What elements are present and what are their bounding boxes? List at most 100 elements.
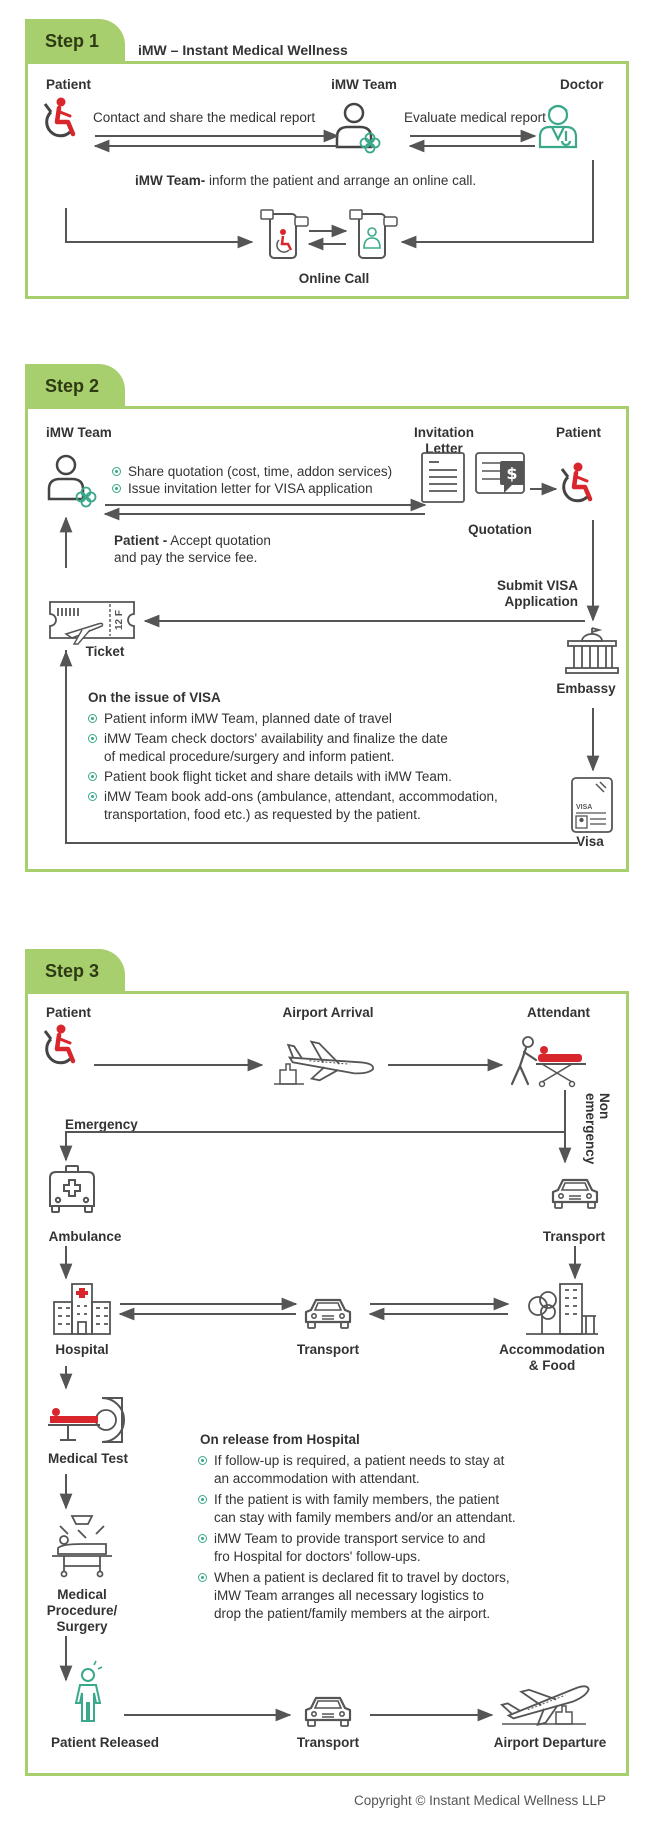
step3-patient-icon (45, 1025, 73, 1063)
visa-bullet-text: iMW Team book add-ons (ambulance, attend… (104, 789, 498, 804)
release-bullet-text: fro Hospital for doctors' follow-ups. (214, 1549, 421, 1564)
visa-bullet-item-3-line-0: iMW Team book add-ons (ambulance, attend… (88, 789, 498, 804)
visa-bullet-text: iMW Team check doctors' availability and… (104, 731, 448, 746)
copyright: Copyright © Instant Medical Wellness LLP (353, 1793, 607, 1808)
release-bullet-item-1-line-0: If the patient is with family members, t… (198, 1492, 499, 1507)
invitation-letter-label-1: Invitation (414, 425, 474, 440)
bullet-icon (88, 772, 97, 781)
transport-bottom-car-icon (304, 1696, 352, 1728)
issue-letter-text: Issue invitation letter for VISA applica… (128, 481, 373, 496)
embassy-label: Embassy (556, 681, 616, 696)
step1-inform-bold: iMW Team- (135, 173, 206, 188)
step3-panel (25, 991, 629, 1776)
ticket-seat-text: 12 F (114, 610, 125, 630)
step2-patient-label: Patient (556, 425, 602, 440)
accommodation-icon (526, 1283, 598, 1335)
ambulance-label: Ambulance (48, 1229, 122, 1244)
visa-card-text: VISA (576, 804, 592, 811)
step1-doctor-label: Doctor (560, 77, 604, 92)
accept-rest: Accept quotation (167, 533, 271, 548)
release-bullet-text: When a patient is declared fit to travel… (214, 1570, 510, 1585)
quotation-label: Quotation (468, 522, 532, 537)
accept-quotation-text-2: and pay the service fee. (114, 550, 258, 565)
attendant-label: Attendant (527, 1005, 590, 1020)
imw-team-icon (335, 102, 381, 154)
transport-right-car-icon (551, 1178, 599, 1210)
visa-bullet-item-1-line-0: iMW Team check doctors' availability and… (88, 731, 448, 746)
doctor-icon (538, 104, 578, 149)
release-bullet-item-3-line-0: When a patient is declared fit to travel… (198, 1570, 510, 1585)
medical-test-label: Medical Test (47, 1451, 129, 1466)
issue-letter-item: Issue invitation letter for VISA applica… (112, 481, 373, 496)
procedure-label-2: Procedure/ (46, 1603, 118, 1618)
step1-panel (25, 61, 629, 299)
transport-mid-label: Transport (296, 1342, 360, 1357)
procedure-label-3: Surgery (56, 1619, 108, 1634)
visa-bullet-text: of medical procedure/surgery and inform … (104, 749, 395, 764)
ticket-icon: 12 F (49, 601, 135, 645)
bullet-icon (88, 714, 97, 723)
airport-arrival-icon (274, 1036, 377, 1092)
step1-evaluate-text: Evaluate medical report (404, 110, 546, 125)
transport-bottom-label: Transport (296, 1735, 360, 1750)
accommodation-label-2: & Food (528, 1358, 576, 1373)
release-bullet-item-2-line-1: fro Hospital for doctors' follow-ups. (198, 1549, 421, 1564)
airport-arrival-label: Airport Arrival (282, 1005, 374, 1020)
patient-released-icon (74, 1660, 103, 1722)
visa-card-icon: VISA (571, 777, 613, 833)
airport-departure-label: Airport Departure (493, 1735, 607, 1750)
release-bullet-item-1-line-1: can stay with family members and/or an a… (198, 1510, 516, 1525)
release-bullet-item-3-line-2: drop the patient/family members at the a… (198, 1606, 490, 1621)
share-quotation-text: Share quotation (cost, time, addon servi… (128, 464, 393, 479)
ambulance-icon (49, 1165, 95, 1213)
online-call-label: Online Call (298, 271, 370, 286)
medical-test-scanner-icon (48, 1397, 125, 1443)
visa-bullet-item-1-line-1: of medical procedure/surgery and inform … (88, 749, 394, 764)
step2-patient-icon (562, 463, 590, 501)
step2-tab: Step 2 (25, 364, 125, 406)
share-quotation-item: Share quotation (cost, time, addon servi… (112, 464, 392, 479)
step1-team-label: iMW Team (331, 77, 397, 92)
visa-bullet-text: Patient book flight ticket and share det… (104, 769, 452, 784)
release-bullet-item-2-line-0: iMW Team to provide transport service to… (198, 1531, 485, 1546)
release-bullet-text: iMW Team to provide transport service to… (214, 1531, 486, 1546)
release-bullet-item-3-line-1: iMW Team arranges all necessary logistic… (198, 1588, 484, 1603)
bullet-icon (112, 484, 121, 493)
step1-inform-rest: inform the patient and arrange an online… (205, 173, 477, 188)
embassy-icon (565, 627, 619, 674)
bullet-icon (88, 792, 97, 801)
bullet-icon (198, 1495, 207, 1504)
svg-text:$: $ (506, 464, 517, 483)
accommodation-label-1: Accommodation (499, 1342, 605, 1357)
release-bullet-text: If the patient is with family members, t… (214, 1492, 500, 1507)
step1-tab: Step 1 (25, 19, 125, 61)
step2-panel (25, 406, 629, 872)
release-bullet-text: can stay with family members and/or an a… (214, 1510, 516, 1525)
bullet-icon (198, 1456, 207, 1465)
transport-mid-car-icon (304, 1298, 352, 1330)
invitation-letter-icon (421, 452, 465, 503)
airport-departure-icon (499, 1674, 595, 1733)
step2-team-icon (47, 454, 97, 508)
step1-patient-label: Patient (46, 77, 92, 92)
release-bullet-text: drop the patient/family members at the a… (214, 1606, 491, 1621)
submit-visa-label-1: Submit VISA (496, 578, 578, 593)
step1-inform-text: iMW Team- inform the patient and arrange… (135, 173, 476, 188)
bullet-icon (112, 467, 121, 476)
step2-team-label: iMW Team (46, 425, 112, 440)
bullet-icon (198, 1573, 207, 1582)
emergency-label: Emergency (65, 1117, 138, 1132)
phone-doctor-icon (349, 209, 398, 259)
attendant-stretcher-icon (510, 1036, 586, 1088)
accept-quotation-text: Patient - Accept quotation (114, 533, 271, 548)
step3-tab: Step 3 (25, 949, 125, 991)
hospital-label: Hospital (55, 1342, 109, 1357)
visa-label: Visa (576, 834, 604, 849)
step3-patient-label: Patient (46, 1005, 92, 1020)
release-bullet-item-0-line-0: If follow-up is required, a patient need… (198, 1453, 504, 1468)
procedure-label-1: Medical (57, 1587, 107, 1602)
release-bullet-text: an accommodation with attendant. (214, 1471, 420, 1486)
transport-right-label: Transport (542, 1229, 606, 1244)
visa-bullet-text: transportation, food etc.) as requested … (104, 807, 421, 822)
